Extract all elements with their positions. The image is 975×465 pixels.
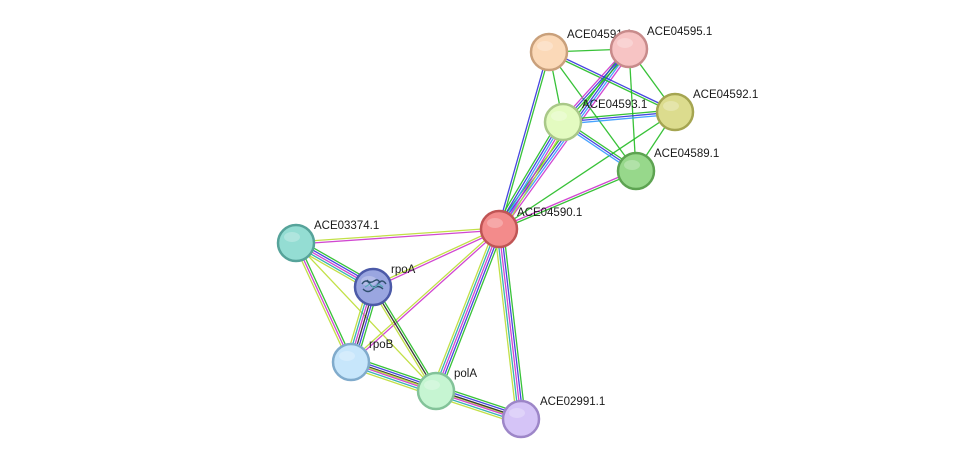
node-label: rpoA xyxy=(391,264,416,276)
edge-ACE04590.1-ACE02991.1[interactable] xyxy=(493,228,527,420)
node-label: ACE04590.1 xyxy=(517,207,582,219)
edge-ACE04590.1-polA[interactable] xyxy=(431,227,504,393)
edge-evidence-databases xyxy=(433,227,498,391)
edge-evidence-neighborhood xyxy=(499,171,637,231)
edge-ACE04590.1-ACE04589.1[interactable] xyxy=(498,169,637,231)
edge-ACE04590.1-ACE04593.1[interactable] xyxy=(494,119,568,232)
node-label: rpoB xyxy=(369,339,394,351)
edge-evidence-textmining xyxy=(293,243,350,364)
edge-ACE04595.1-ACE04589.1[interactable] xyxy=(628,48,637,172)
node-circle[interactable] xyxy=(616,151,656,191)
node-ACE03374.1[interactable]: ACE03374.1 xyxy=(276,220,379,263)
edge-evidence-neighborhood xyxy=(374,285,439,391)
node-ACE04590.1[interactable]: ACE04590.1 xyxy=(479,207,582,249)
edge-evidence-textmining xyxy=(372,227,499,287)
edge-evidence-cooccurrence xyxy=(498,121,564,230)
node-circle[interactable] xyxy=(529,32,569,72)
edge-evidence-experiments xyxy=(351,229,501,364)
edge-ACE04590.1-rpoB[interactable] xyxy=(349,227,501,364)
edge-evidence-neighborhood xyxy=(498,111,676,230)
edge-evidence-experiments xyxy=(498,228,522,420)
edge-evidence-neighborhood xyxy=(297,241,354,362)
node-highlight xyxy=(487,218,503,228)
node-highlight xyxy=(284,232,300,242)
edge-evidence-textmining xyxy=(431,227,496,390)
edge-evidence-textmining xyxy=(349,227,499,362)
edge-evidence-experiments xyxy=(435,228,500,392)
edge-ACE04590.1-ACE03374.1[interactable] xyxy=(295,227,500,245)
node-label: ACE04593.1 xyxy=(582,99,647,111)
node-highlight xyxy=(424,380,440,390)
edge-evidence-experiments xyxy=(500,122,566,231)
node-highlight xyxy=(663,101,679,111)
edge-ACE04590.1-ACE04591.1[interactable] xyxy=(497,51,551,230)
edge-rpoA-polA[interactable] xyxy=(370,285,439,393)
edge-evidence-fusion xyxy=(497,51,549,229)
node-ACE04589.1[interactable]: ACE04589.1 xyxy=(616,148,719,191)
edge-evidence-textmining xyxy=(493,229,518,420)
node-highlight xyxy=(509,408,525,418)
edge-evidence-textmining xyxy=(295,227,499,243)
edge-evidence-experiments xyxy=(373,229,500,289)
node-highlight xyxy=(617,38,633,48)
edge-evidence-neighborhood xyxy=(499,52,551,230)
edge-ACE04590.1-rpoA[interactable] xyxy=(372,227,500,289)
node-highlight xyxy=(339,351,355,361)
edge-evidence-databases xyxy=(496,229,520,420)
edge-evidence-fusion xyxy=(549,50,676,112)
node-ACE04593.1[interactable]: ACE04593.1 xyxy=(543,99,647,142)
edge-ACE04591.1-ACE04589.1[interactable] xyxy=(548,51,637,172)
node-circle[interactable] xyxy=(276,223,316,263)
node-circle[interactable] xyxy=(416,371,456,411)
edge-evidence-neighborhood xyxy=(502,228,527,419)
edge-evidence-fusion xyxy=(500,228,524,419)
node-circle[interactable] xyxy=(501,399,541,439)
node-label: polA xyxy=(454,368,477,380)
node-highlight xyxy=(624,160,640,170)
node-circle[interactable] xyxy=(331,342,371,382)
protein-structure-icon xyxy=(361,279,387,293)
node-circle[interactable] xyxy=(609,29,649,69)
edge-ACE03374.1-rpoB[interactable] xyxy=(293,241,354,364)
node-circle[interactable] xyxy=(543,102,583,142)
edge-evidence-coexpression xyxy=(372,286,437,392)
edge-evidence-experiments xyxy=(501,50,633,232)
node-rpoB[interactable]: rpoB xyxy=(331,339,394,382)
node-ACE04592.1[interactable]: ACE04592.1 xyxy=(655,89,758,132)
node-highlight xyxy=(551,111,567,121)
edge-ACE04591.1-ACE04592.1[interactable] xyxy=(548,50,676,114)
edge-evidence-neighborhood xyxy=(439,230,504,393)
node-highlight xyxy=(537,41,553,51)
edge-evidence-experiments xyxy=(295,242,352,363)
node-label: ACE04589.1 xyxy=(654,148,719,160)
edge-evidence-textmining xyxy=(370,287,435,393)
edge-evidence-experiments xyxy=(296,229,500,245)
protein-structure-detail xyxy=(364,283,384,289)
edge-evidence-neighborhood xyxy=(548,52,675,114)
node-ACE02991.1[interactable]: ACE02991.1 xyxy=(501,396,605,439)
edge-evidence-neighborhood xyxy=(628,48,637,172)
node-label: ACE04595.1 xyxy=(647,26,712,38)
edge-ACE04590.1-ACE04592.1[interactable] xyxy=(498,111,676,230)
edge-evidence-fusion xyxy=(496,120,562,229)
node-circle[interactable] xyxy=(655,92,695,132)
node-ACE04595.1[interactable]: ACE04595.1 xyxy=(609,26,712,69)
edge-evidence-experiments xyxy=(498,169,636,229)
node-label: ACE04592.1 xyxy=(693,89,758,101)
node-rpoA[interactable]: rpoA xyxy=(353,264,416,307)
node-polA[interactable]: polA xyxy=(416,368,477,411)
edge-evidence-textmining xyxy=(502,123,568,232)
node-label: ACE03374.1 xyxy=(314,220,379,232)
node-label: ACE02991.1 xyxy=(540,396,605,408)
edge-evidence-neighborhood xyxy=(494,119,560,228)
node-circle[interactable] xyxy=(479,209,519,249)
edge-evidence-neighborhood xyxy=(548,51,637,172)
edge-evidence-fusion xyxy=(437,229,502,393)
